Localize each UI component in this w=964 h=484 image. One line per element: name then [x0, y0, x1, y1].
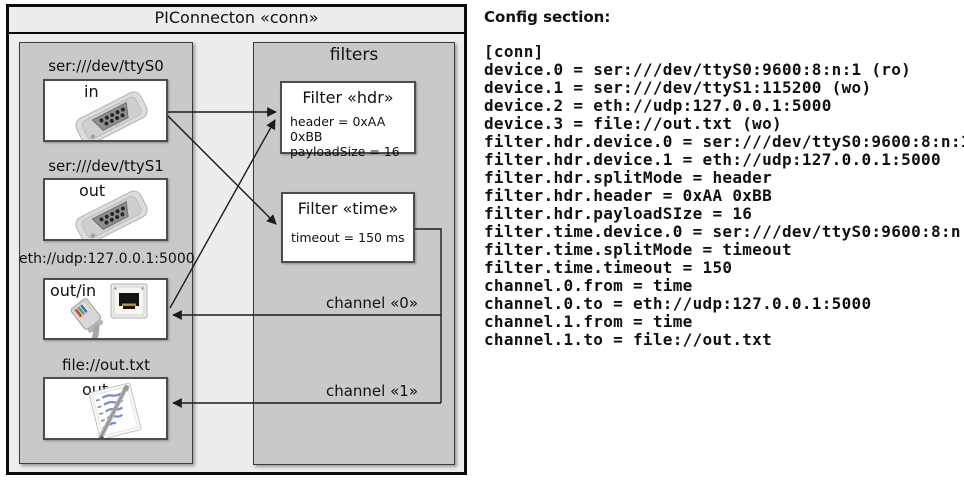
notepad-pen-icon: [88, 382, 142, 438]
filter-box-time: Filter «time» timeout = 150 ms: [281, 192, 415, 263]
filters-panel-title: filters: [329, 45, 379, 65]
config-line: filter.time.device.0 = ser:///dev/ttyS0:…: [484, 222, 964, 241]
config-line: device.1 = ser:///dev/ttyS1:115200 (wo): [484, 78, 872, 97]
device-url-ttyS0: ser:///dev/ttyS0: [48, 57, 164, 75]
device-box-ttyS0: in: [43, 79, 168, 142]
device-url-eth: eth://udp:127.0.0.1:5000: [19, 251, 195, 267]
config-line: device.3 = file://out.txt (wo): [484, 114, 782, 133]
ethernet-connector-icon: [70, 283, 148, 338]
device-box-file: out: [43, 377, 168, 440]
filter-hdr-title: Filter «hdr»: [302, 88, 394, 107]
config-line: channel.0.to = eth://udp:127.0.0.1:5000: [484, 294, 872, 313]
device-mode-label: out/in: [50, 281, 97, 300]
config-section-heading: Config section:: [484, 8, 611, 26]
filter-prop: payloadSize = 16: [290, 144, 400, 159]
device-box-eth: out/in: [43, 278, 168, 340]
device-url-file: file://out.txt: [62, 356, 150, 374]
config-lines: [conn]device.0 = ser:///dev/ttyS0:9600:8…: [484, 42, 964, 349]
filter-time-title: Filter «time»: [297, 199, 399, 218]
config-line: filter.hdr.splitMode = header: [484, 168, 773, 187]
connector-title: PIConnecton «conn»: [6, 4, 467, 34]
config-line: channel.0.from = time: [484, 276, 693, 295]
channel-0-label: channel «0»: [325, 294, 418, 312]
serial-connector-icon: [75, 91, 148, 140]
device-mode-label: out: [79, 181, 106, 200]
config-line: device.0 = ser:///dev/ttyS0:9600:8:n:1 (…: [484, 60, 912, 79]
device-url-ttyS1: ser:///dev/ttyS1: [48, 157, 164, 175]
filter-prop: timeout = 150 ms: [291, 230, 405, 245]
filter-time-props: timeout = 150 ms: [283, 218, 413, 245]
config-line: device.2 = eth://udp:127.0.0.1:5000: [484, 96, 832, 115]
filter-hdr-props: header = 0xAA 0xBB payloadSize = 16: [282, 107, 414, 159]
device-mode-label: in: [84, 82, 99, 101]
filter-box-hdr: Filter «hdr» header = 0xAA 0xBB payloadS…: [280, 81, 416, 159]
device-box-ttyS1: out: [43, 178, 168, 241]
config-line: filter.hdr.device.0 = ser:///dev/ttyS0:9…: [484, 132, 964, 151]
channel-1-label: channel «1»: [325, 382, 418, 400]
filter-prop: header = 0xAA 0xBB: [290, 114, 386, 144]
config-line: filter.hdr.device.1 = eth://udp:127.0.0.…: [484, 150, 941, 169]
serial-connector-icon: [75, 190, 148, 239]
config-line: [conn]: [484, 42, 544, 61]
config-line: filter.hdr.header = 0xAA 0xBB: [484, 186, 773, 205]
config-line: channel.1.to = file://out.txt: [484, 330, 773, 349]
config-line: filter.time.timeout = 150: [484, 258, 733, 277]
config-line: filter.time.splitMode = timeout: [484, 240, 792, 259]
config-line: channel.1.from = time: [484, 312, 693, 331]
config-line: filter.hdr.payloadSIze = 16: [484, 204, 753, 223]
